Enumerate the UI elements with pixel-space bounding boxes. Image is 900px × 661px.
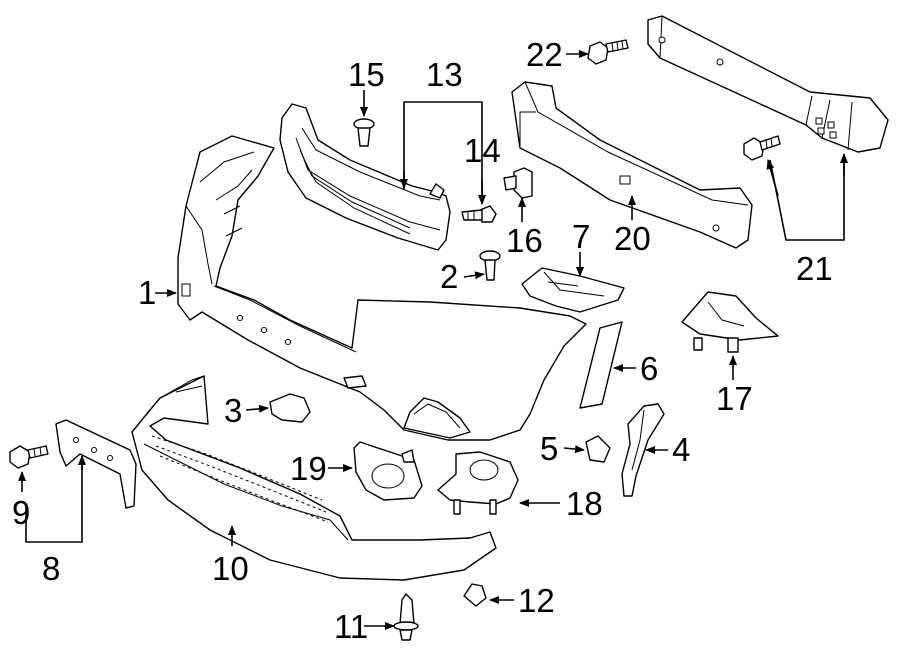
- callout-2: 2: [440, 258, 458, 295]
- callout-22: 22: [526, 36, 563, 73]
- callout-1: 1: [138, 274, 156, 311]
- leader-lines: [18, 50, 848, 630]
- callout-9: 9: [12, 494, 30, 531]
- nut-clip-12: [463, 583, 487, 607]
- bolt-22: [587, 39, 629, 65]
- callout-6: 6: [640, 350, 658, 387]
- clip-5: [585, 435, 611, 463]
- callout-19: 19: [290, 450, 327, 487]
- bolt-21: [743, 135, 781, 161]
- strip-6: [579, 321, 623, 409]
- callout-14: 14: [464, 132, 501, 169]
- clip-15: [353, 118, 375, 147]
- callout-15: 15: [348, 56, 385, 93]
- clip-2: [479, 250, 501, 281]
- callout-11: 11: [334, 608, 368, 645]
- bracket-4: [621, 403, 665, 497]
- cover-3: [269, 393, 311, 423]
- reinforcement-beam: [647, 15, 889, 153]
- bumper-cover: [177, 135, 587, 441]
- fog-lamp-18: [437, 451, 519, 515]
- upper-grille: [279, 103, 451, 251]
- callout-13: 13: [426, 56, 463, 93]
- callout-4: 4: [672, 431, 690, 468]
- bracket-7: [521, 267, 625, 313]
- callout-labels: 1 2 3 4 5 6 7 8 9 10 11 12 13 14 15 16 1…: [12, 36, 833, 645]
- lower-bumper: [131, 375, 497, 581]
- callout-3: 3: [224, 392, 242, 429]
- screw-14: [461, 205, 497, 223]
- callout-18: 18: [566, 485, 603, 522]
- bracket-17: [681, 291, 779, 353]
- impact-absorber: [511, 81, 753, 249]
- callout-21: 21: [796, 250, 833, 287]
- bolt-9: [9, 445, 49, 469]
- push-clip-11: [393, 593, 419, 641]
- callout-5: 5: [540, 430, 558, 467]
- callout-8: 8: [42, 550, 60, 587]
- callout-7: 7: [572, 218, 590, 255]
- callout-10: 10: [212, 550, 249, 587]
- callout-12: 12: [518, 582, 555, 619]
- callout-17: 17: [716, 380, 753, 417]
- callout-20: 20: [614, 220, 651, 257]
- fog-lamp-bezel-19: [353, 441, 423, 501]
- side-bracket-8: [55, 419, 137, 509]
- bracket-16: [503, 167, 533, 199]
- callout-16: 16: [506, 222, 543, 259]
